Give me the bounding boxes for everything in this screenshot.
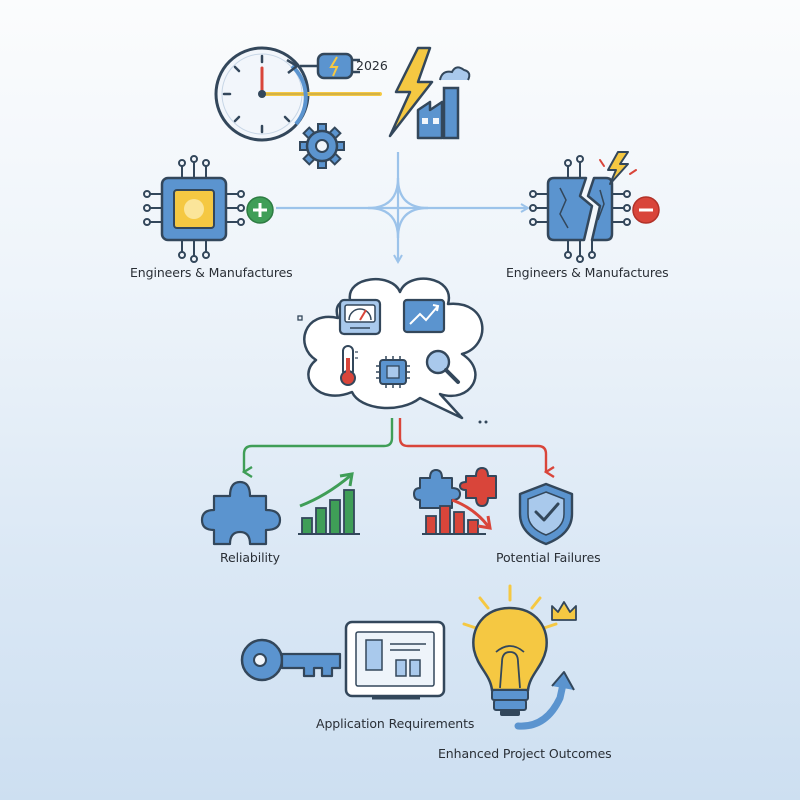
factory-icon [416,66,471,140]
bar-chart-down-icon [422,498,492,535]
branch-arrows [244,418,546,472]
healthy-chip-icon [143,155,245,263]
junction-connectors [276,152,528,262]
application-requirements-label: Application Requirements [316,716,475,731]
clock-icon [214,46,382,142]
puzzle-icon [200,480,282,546]
thermometer-icon [340,345,358,386]
puzzle-pieces-icon [413,467,497,509]
left-chip-label: Engineers & Manufactures [130,265,293,280]
magnifier-icon [425,349,460,384]
lightbulb-icon [462,584,575,730]
cpu-icon [376,356,410,388]
monitor-icon [344,620,446,700]
gear-icon [299,123,345,169]
lightning-icon [388,46,434,138]
crown-icon [551,601,577,621]
right-chip-label: Engineers & Manufactures [506,265,669,280]
thought-cloud-icon [297,277,488,424]
broken-chip-icon [529,151,637,263]
gauge-icon [338,298,382,336]
key-icon [240,638,342,682]
timeline-year: 2026 [356,58,388,73]
reliability-label: Reliability [220,550,280,565]
enhanced-outcomes-label: Enhanced Project Outcomes [438,746,612,761]
plug-icon [300,52,360,80]
line-chart-icon [402,298,446,334]
shield-check-icon [518,482,574,546]
minus-icon [632,196,660,224]
bar-chart-up-icon [298,472,360,535]
potential-failures-label: Potential Failures [496,550,601,565]
plus-icon [246,196,274,224]
